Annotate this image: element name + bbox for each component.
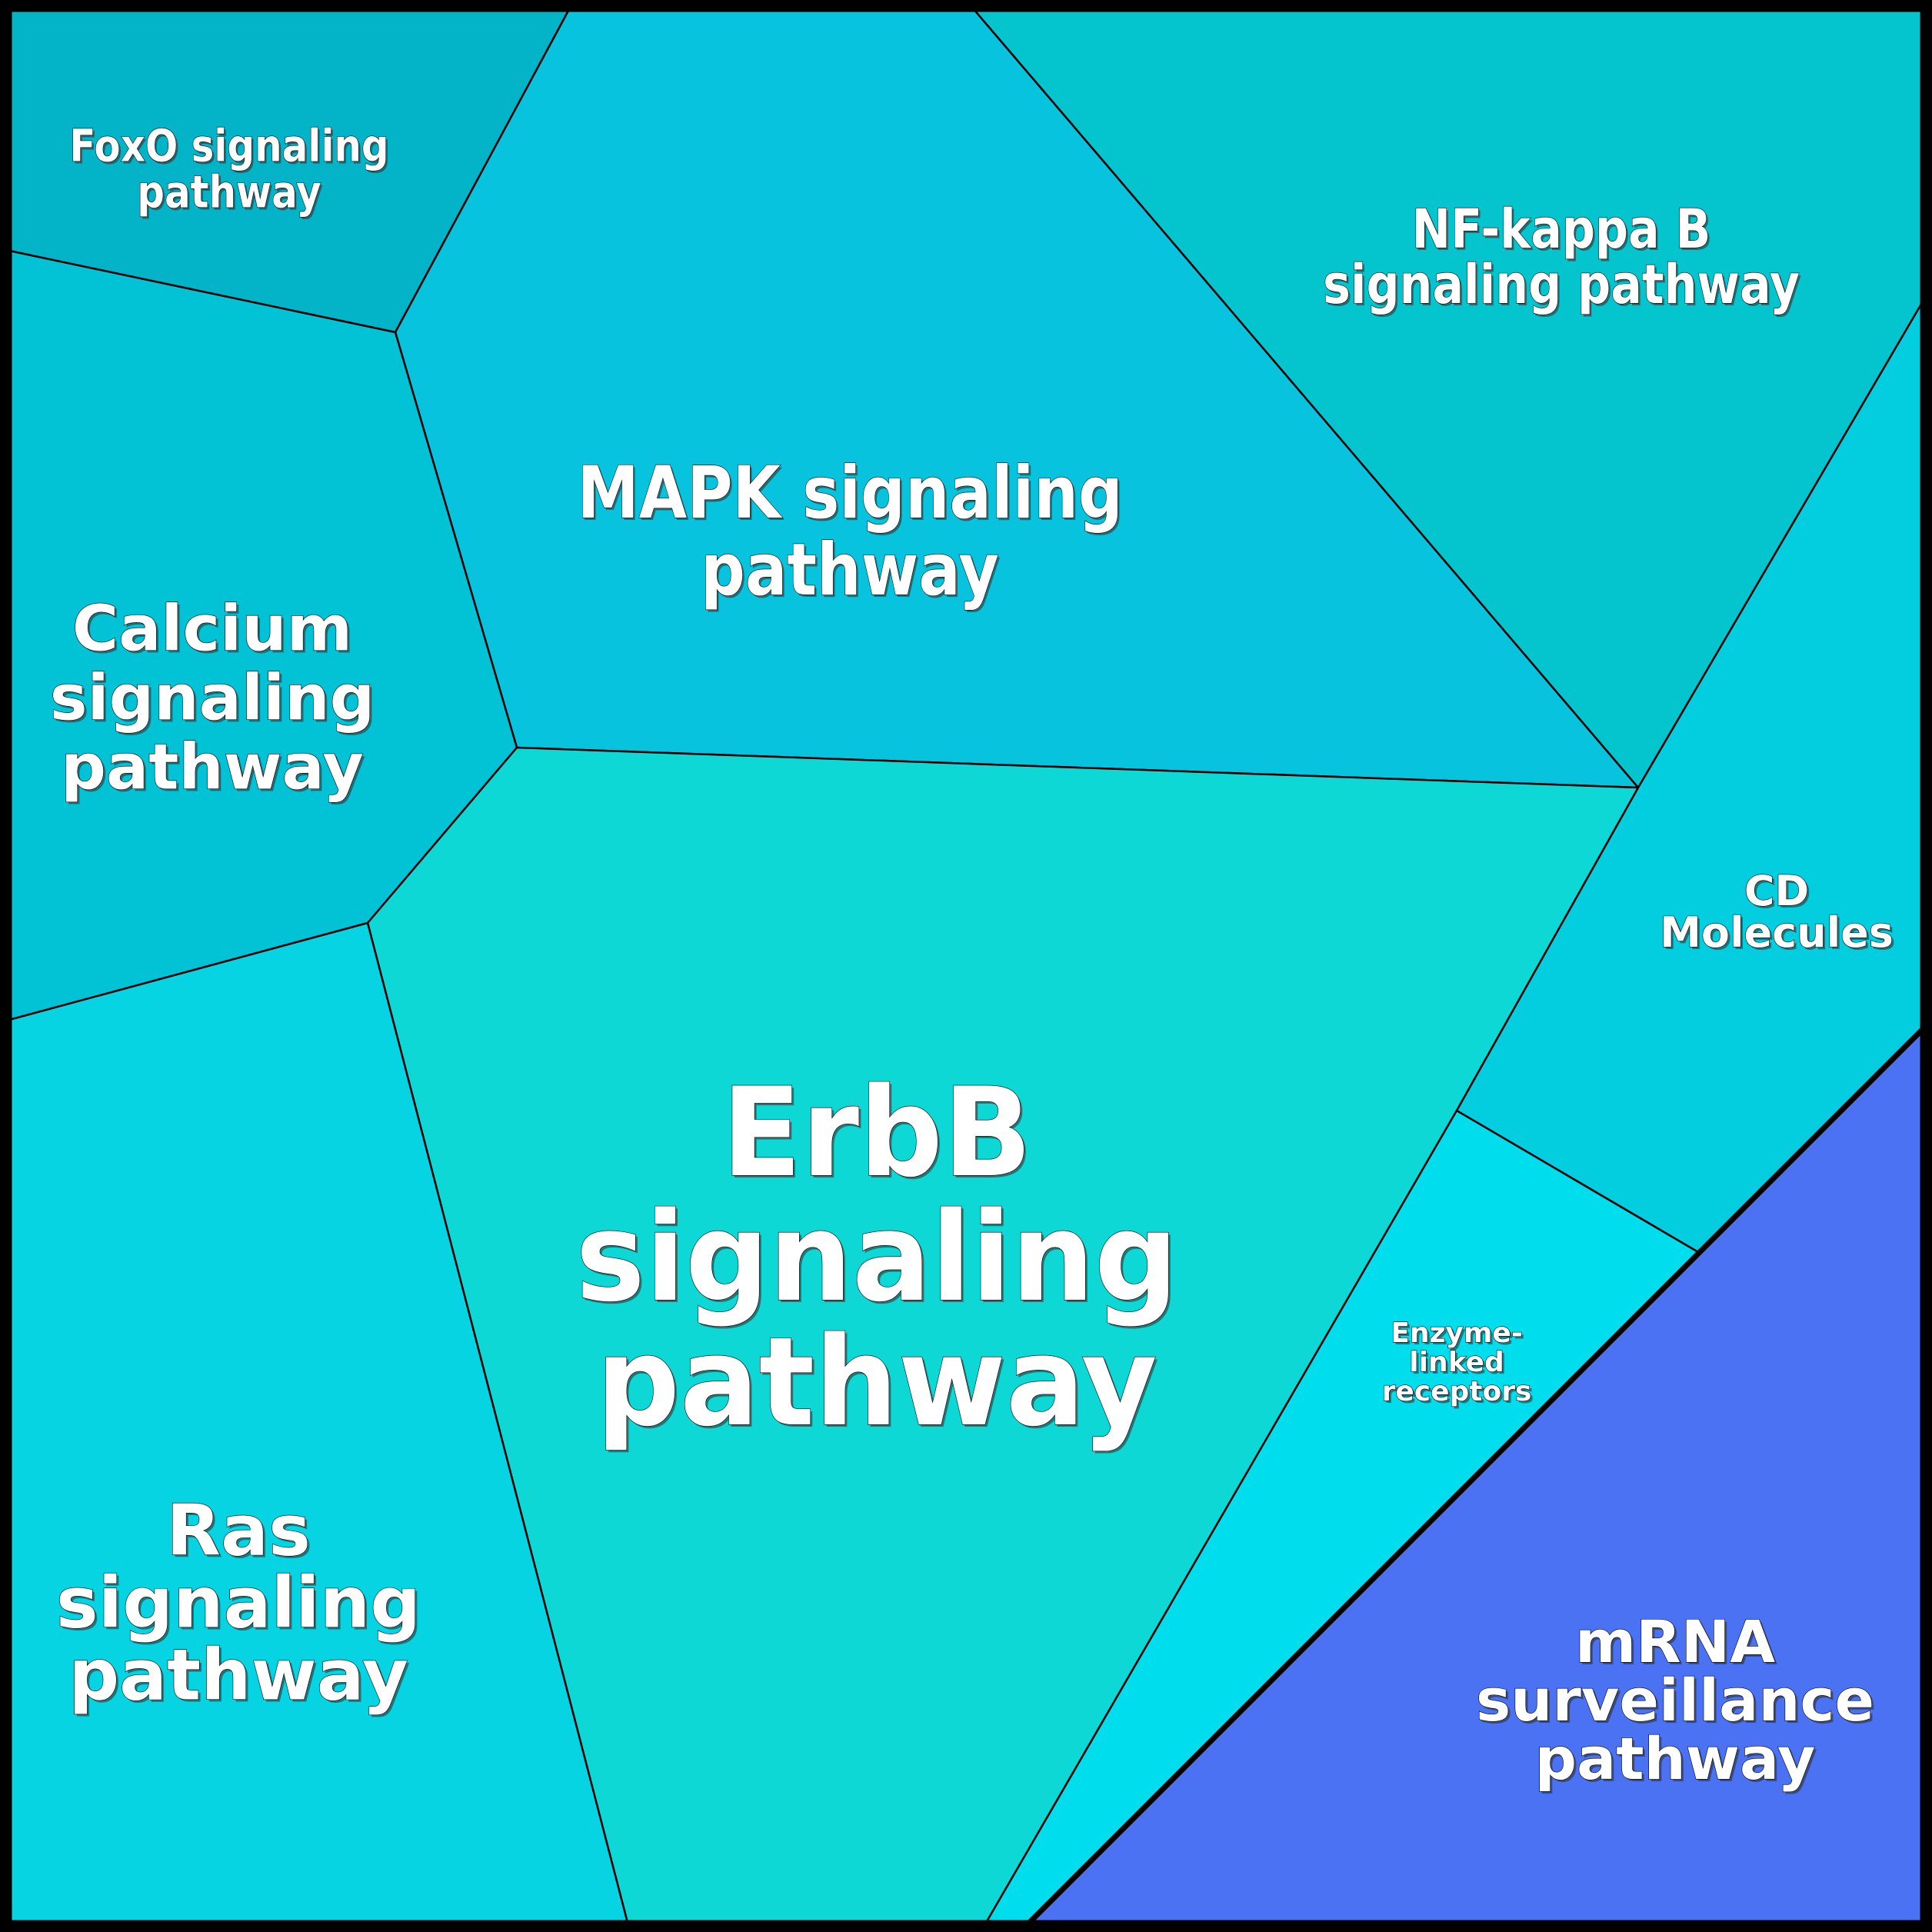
label-shadow: pathway [703, 530, 1001, 614]
label-shadow: mRNA [1577, 1610, 1777, 1678]
label-shadow: CD [1747, 869, 1811, 918]
label-shadow: pathway [63, 734, 366, 807]
label-line: pathway [137, 166, 321, 218]
label-line: signaling [50, 662, 375, 735]
label-line: FoxO signaling [69, 120, 388, 172]
label-shadow: ErbB [724, 1063, 1034, 1207]
label-shadow: surveillance [1478, 1668, 1877, 1737]
label-line: MAPK signaling [577, 451, 1123, 535]
label-shadow: signaling [52, 665, 378, 738]
label-shadow: linked [1411, 1349, 1506, 1381]
label-line: Molecules [1660, 908, 1894, 957]
label-line: signaling [56, 1562, 421, 1644]
label-enzyme: Enzyme-Enzyme-linkedlinkedreceptorsrecep… [1381, 1317, 1534, 1410]
label-line: NF-kappa B [1412, 198, 1711, 261]
label-shadow: pathway [1537, 1727, 1818, 1795]
label-line: pathway [68, 1634, 408, 1717]
label-shadow: pathway [139, 168, 323, 221]
label-shadow: receptors [1384, 1378, 1534, 1410]
label-line: Ras [166, 1490, 311, 1572]
label-shadow: signaling [578, 1188, 1180, 1331]
label-shadow: Molecules [1662, 911, 1896, 959]
label-line: mRNA [1575, 1607, 1775, 1676]
label-shadow: Ras [168, 1492, 313, 1574]
label-shadow: Calcium [75, 595, 355, 668]
label-line: Enzyme- [1391, 1317, 1523, 1349]
label-shadow: pathway [71, 1637, 411, 1719]
cells-layer [8, 8, 1924, 1924]
label-line: CD [1744, 867, 1809, 915]
label-line: pathway [1535, 1724, 1816, 1793]
label-shadow: NF-kappa B [1414, 201, 1713, 263]
label-line: pathway [701, 528, 999, 611]
label-line: signaling [575, 1185, 1178, 1329]
label-line: pathway [596, 1310, 1158, 1454]
label-line: receptors [1382, 1376, 1532, 1407]
label-shadow: signaling [58, 1564, 423, 1647]
label-shadow: FoxO signaling [72, 122, 391, 175]
label-shadow: Enzyme- [1393, 1320, 1525, 1351]
label-shadow: pathway [598, 1312, 1160, 1456]
label-line: signaling pathway [1323, 254, 1800, 316]
label-line: pathway [61, 731, 364, 804]
label-mrna: mRNAmRNAsurveillancesurveillancepathwayp… [1475, 1607, 1877, 1795]
label-line: linked [1409, 1347, 1504, 1378]
label-line: surveillance [1476, 1666, 1874, 1734]
label-line: Calcium [72, 593, 352, 666]
label-shadow: signaling pathway [1325, 256, 1802, 318]
label-calcium: CalciumCalciumsignalingsignalingpathwayp… [49, 592, 378, 807]
label-line: ErbB [721, 1061, 1031, 1204]
label-shadow: MAPK signaling [579, 453, 1125, 537]
